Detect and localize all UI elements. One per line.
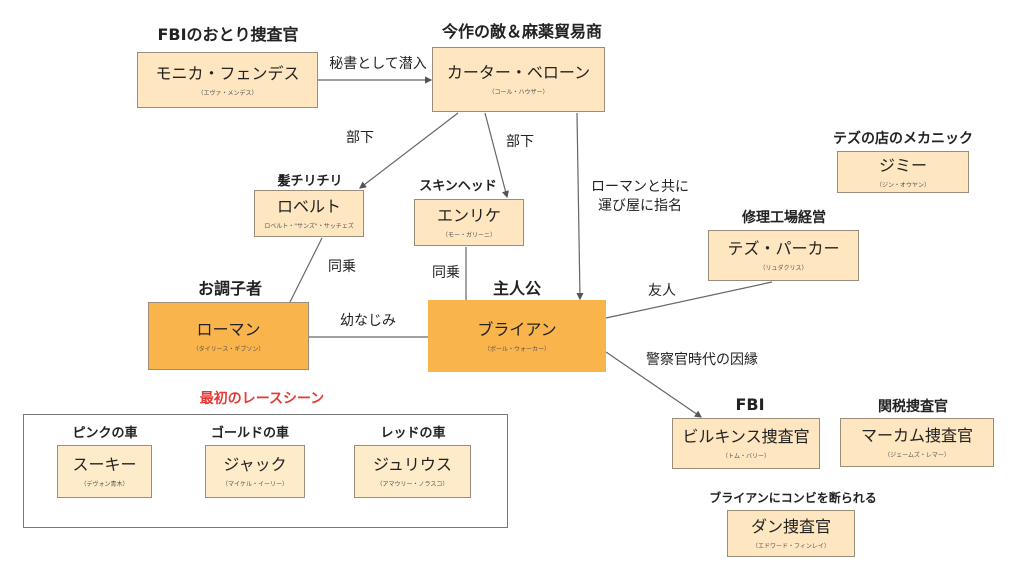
edge-carter-brian (576, 112, 584, 301)
actor: （ポール・ウォーカー） (483, 345, 550, 353)
node-enrique: エンリケ （モー・ガリーニ） (414, 199, 524, 246)
race-group (23, 414, 508, 528)
actor: （ジン・オウヤン） (875, 181, 930, 189)
node-suki: スーキー （デヴォン青木） (57, 445, 152, 498)
role-jimmy: テズの店のメカニック (833, 131, 973, 147)
role-brian: 主人公 (492, 279, 542, 298)
edge-label-roman-brian: 幼なじみ (340, 313, 396, 329)
node-bilkins: ビルキンス捜査官 （トム・バリー） (672, 418, 820, 469)
name: ロベルト (276, 197, 341, 216)
node-jack: ジャック （マイケル・イーリー） (205, 445, 305, 498)
role-roberto: 髪チリチリ (277, 174, 343, 189)
edge-carter-enrique (484, 112, 509, 199)
car-label-red: レッドの車 (380, 426, 446, 441)
race-title: 最初のレースシーン (199, 391, 325, 407)
actor: ロベルト・"サンズ"・サッチェズ (264, 223, 354, 230)
node-carter: カーター・ベローン （コール・ハウザー） (432, 47, 605, 112)
role-roman: お調子者 (197, 279, 263, 298)
name: ダン捜査官 (750, 517, 831, 536)
edge-label-carter-brian: ローマンと共に 運び屋に指名 (591, 178, 689, 216)
name: ローマン (196, 319, 261, 339)
car-label-gold: ゴールドの車 (210, 426, 290, 441)
edge-label-line1: ローマンと共に (591, 179, 689, 195)
node-roberto: ロベルト ロベルト・"サンズ"・サッチェズ (254, 190, 364, 237)
name: モニカ・フェンデス (155, 63, 300, 83)
role-monica: FBIのおとり捜査官 (157, 25, 299, 44)
name: カーター・ベローン (446, 63, 591, 82)
name: スーキー (72, 455, 137, 474)
actor: （モー・ガリーニ） (441, 232, 496, 239)
role-enrique: スキンヘッド (419, 179, 497, 194)
edge-label-enrique-brian: 同乗 (432, 265, 460, 281)
actor: （トム・バリー） (721, 453, 770, 460)
edge-label-brian-tej: 友人 (648, 283, 676, 299)
node-tej: テズ・パーカー （リュダクリス） (708, 230, 859, 281)
node-roman: ローマン （タイリース・ギブソン） (148, 302, 309, 370)
role-carter: 今作の敵＆麻薬貿易商 (441, 22, 603, 41)
actor: （リュダクリス） (759, 265, 808, 272)
name: ビルキンス捜査官 (682, 427, 810, 446)
role-bilkins: FBI (735, 395, 765, 414)
role-tej: 修理工場経営 (742, 210, 826, 226)
edge-carter-roberto (359, 112, 459, 189)
name: ブライアン (477, 319, 557, 339)
actor: （エヴァ・メンデス） (197, 89, 258, 97)
node-dunn: ダン捜査官 （エドワード・フィンレイ） (727, 510, 855, 557)
node-julius: ジュリウス （アマウリー・ノラスコ） (354, 445, 471, 498)
role-dunn: ブライアンにコンビを断られる (709, 491, 877, 505)
edge-label-carter-roberto: 部下 (346, 130, 374, 146)
actor: （エドワード・フィンレイ） (752, 543, 830, 550)
edge-brian-bilkins (605, 351, 702, 418)
actor: （マイケル・イーリー） (221, 481, 288, 488)
actor: （タイリース・ギブソン） (192, 345, 265, 353)
edge-label-monica-carter: 秘書として潜入 (329, 56, 427, 72)
node-brian: ブライアン （ポール・ウォーカー） (428, 300, 606, 372)
actor: （デヴォン青木） (80, 481, 129, 488)
edge-label-carter-enrique: 部下 (506, 134, 534, 150)
car-label-pink: ピンクの車 (72, 426, 138, 441)
edge-roberto-roman (289, 237, 323, 303)
edge-label-roberto-roman: 同乗 (328, 259, 356, 275)
node-markham: マーカム捜査官 （ジェームズ・レマー） (840, 418, 994, 467)
actor: （アマウリー・ノラスコ） (376, 481, 449, 488)
name: エンリケ (436, 206, 501, 225)
name: マーカム捜査官 (860, 426, 973, 445)
actor: （コール・ハウザー） (488, 89, 549, 96)
name: ジミー (878, 155, 927, 175)
edge-brian-tej (605, 281, 773, 319)
edge-label-line2: 運び屋に指名 (598, 198, 682, 214)
node-monica: モニカ・フェンデス （エヴァ・メンデス） (137, 52, 318, 108)
role-markham: 関税捜査官 (878, 399, 948, 415)
name: テズ・パーカー (727, 239, 840, 258)
edge-label-brian-bilkins: 警察官時代の因縁 (646, 352, 758, 368)
actor: （ジェームズ・レマー） (884, 452, 950, 459)
node-jimmy: ジミー （ジン・オウヤン） (837, 151, 969, 193)
name: ジャック (223, 455, 287, 474)
name: ジュリウス (373, 455, 452, 474)
